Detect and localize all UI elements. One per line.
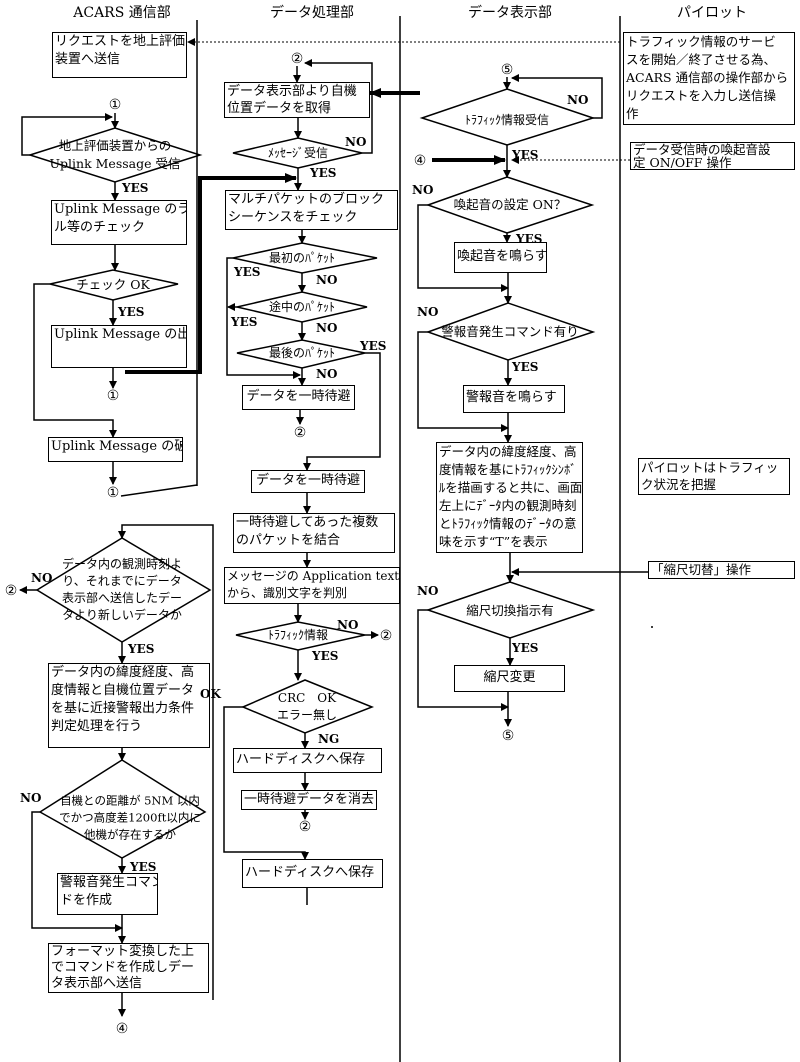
first-packet-decision-shape [232, 242, 378, 274]
wake-sound-box: 喚起音を鳴らす [454, 242, 547, 273]
alarm-decision-shape [425, 302, 596, 361]
first-packet-decision: 最初のﾊﾟｹｯﾄ [268, 251, 336, 265]
crc-decision-shape [241, 679, 375, 734]
last-packet-decision: 最後のﾊﾟｹｯﾄ [268, 346, 336, 360]
connector-4: ④ [413, 153, 427, 169]
ok-label: OK [200, 687, 221, 701]
connector-2: ② [379, 628, 393, 644]
alarm-command-decision: 警報音発生コマンド有り [441, 324, 579, 339]
wake-toggle-box: データ受信時の喚起音設 定 ON/OFF 操作 [630, 142, 795, 170]
no-label: NO [316, 367, 338, 381]
connector-1: ① [108, 97, 122, 113]
combine-packets-box: 一時待避してあった複数 のパケットを結合 [233, 513, 395, 553]
traffic-recv-decision: ﾄﾗﾌｨｯｸ情報受信 [464, 113, 550, 127]
connector-1: ① [106, 485, 120, 501]
traffic-info-decision: ﾄﾗﾌｨｯｸ情報 [267, 628, 329, 642]
wake-setting-decision: 喚起音の設定 ON？ [453, 197, 567, 212]
recv-decision: 地上評価装置からの Uplink Message 受信 [49, 138, 181, 171]
draw-symbol-box: データ内の緯度経度、高 度情報を基にﾄﾗﾌｨｯｸｼﾝﾎﾞ ﾙを描画すると共に、画… [436, 442, 583, 553]
label-check-box: Uplink Message のラベ ル等のチェック [51, 200, 187, 245]
no-label: NO [337, 618, 359, 632]
scale-decision-shape [425, 581, 596, 639]
lane-header-processing: データ処理部 [270, 5, 354, 21]
stray-dot [651, 626, 653, 628]
no-label: NO [417, 584, 439, 598]
block-sequence-box: マルチパケットのブロック シーケンスをチェック [225, 190, 398, 230]
yes-label: YES [231, 315, 258, 329]
scale-switch-box: 「縮尺切替」操作 [648, 561, 795, 579]
yes-label: YES [310, 166, 337, 180]
grasp-traffic-box: パイロットはトラフィッ ク状況を把握 [638, 458, 790, 495]
yes-label: YES [130, 860, 157, 874]
distance-decision: 自機との距離が 5NM 以内 でかつ高度差1200ft以内に 他機が存在するか [59, 793, 201, 842]
no-label: NO [412, 183, 434, 197]
service-request-box: トラフィック情報のサービ スを開始／終了させる為、 ACARS 通信部の操作部か… [623, 32, 795, 125]
newer-data-decision: データ内の観測時刻よ り、それまでにデータ 表示部へ送信したデー タより新しいデ… [61, 557, 183, 622]
lane-header-acars: ACARS 通信部 [73, 5, 171, 21]
thick-output-link [125, 173, 297, 374]
yes-label: YES [312, 649, 339, 663]
temp-save-box: データを一時待避 [242, 385, 355, 410]
check-ok-decision: チェック OK [76, 277, 150, 292]
yes-label: YES [122, 181, 149, 195]
yes-label: YES [512, 360, 539, 374]
hdd-save-box: ハードディスクへ保存 [233, 748, 382, 773]
no-label: NO [316, 273, 338, 287]
alarm-command-box: 警報音発生コマン ドを作成 [57, 873, 158, 915]
lane-header-display: データ表示部 [468, 5, 552, 21]
no-label: NO [20, 791, 42, 805]
format-send-box: フォーマット変換した上 でコマンドを作成しデー タ表示部へ送信 [48, 943, 209, 993]
connector-1: ① [106, 388, 120, 404]
proximity-judgement-box: データ内の緯度経度、高 度情報と自機位置データ を基に近接警報出力条件 判定処理… [48, 663, 210, 748]
msg-recv-decision: ﾒｯｾｰｼﾞ受信 [267, 146, 329, 160]
connector-4: ④ [115, 1021, 129, 1037]
scale-change-box: 縮尺変更 [454, 665, 565, 692]
no-label: NO [316, 321, 338, 335]
temp-save-box: データを一時待避 [251, 470, 365, 493]
yes-label: YES [234, 265, 261, 279]
alarm-sound-box: 警報音を鳴らす [463, 385, 565, 413]
check-ok-decision-shape [49, 269, 179, 301]
newer-decision-shape [35, 537, 212, 643]
discard-box: Uplink Message の破棄 [48, 437, 183, 462]
no-label: NO [567, 93, 589, 107]
wake-decision-shape [425, 176, 595, 234]
distance-decision-shape [38, 759, 207, 859]
connector-2: ② [290, 51, 304, 67]
yes-label: YES [128, 642, 155, 656]
lane-header-pilot: パイロット [677, 5, 747, 21]
connector-5: ⑤ [500, 62, 514, 78]
recv-decision-shape [27, 127, 203, 183]
no-label: NO [417, 305, 439, 319]
erase-temp-box: 一時待避データを消去 [241, 790, 377, 810]
connector-2: ② [4, 583, 18, 599]
yes-label: YES [118, 305, 145, 319]
output-box: Uplink Message の出力 [51, 325, 187, 368]
connector-2: ② [293, 425, 307, 441]
yes-label: YES [512, 148, 539, 162]
connector-2: ② [298, 819, 312, 835]
ng-label: NG [318, 732, 340, 746]
identify-char-box: メッセージの Application text から、識別文字を判別 [224, 567, 400, 604]
no-label: NO [31, 571, 53, 585]
no-label: NO [345, 135, 367, 149]
yes-label: YES [360, 339, 387, 353]
crc-decision: CRC OK エラー無し [276, 691, 338, 722]
request-box: リクエストを地上評価 装置へ送信 [52, 32, 187, 78]
middle-packet-decision-shape [236, 291, 368, 323]
middle-packet-decision: 途中のﾊﾟｹｯﾄ [268, 300, 336, 314]
hdd-save-box: ハードディスクへ保存 [242, 859, 383, 888]
scale-decision: 縮尺切換指示有 [466, 603, 554, 618]
yes-label: YES [512, 641, 539, 655]
connector-5: ⑤ [501, 728, 515, 744]
get-position-box: データ表示部より自機 位置データを取得 [224, 82, 370, 118]
